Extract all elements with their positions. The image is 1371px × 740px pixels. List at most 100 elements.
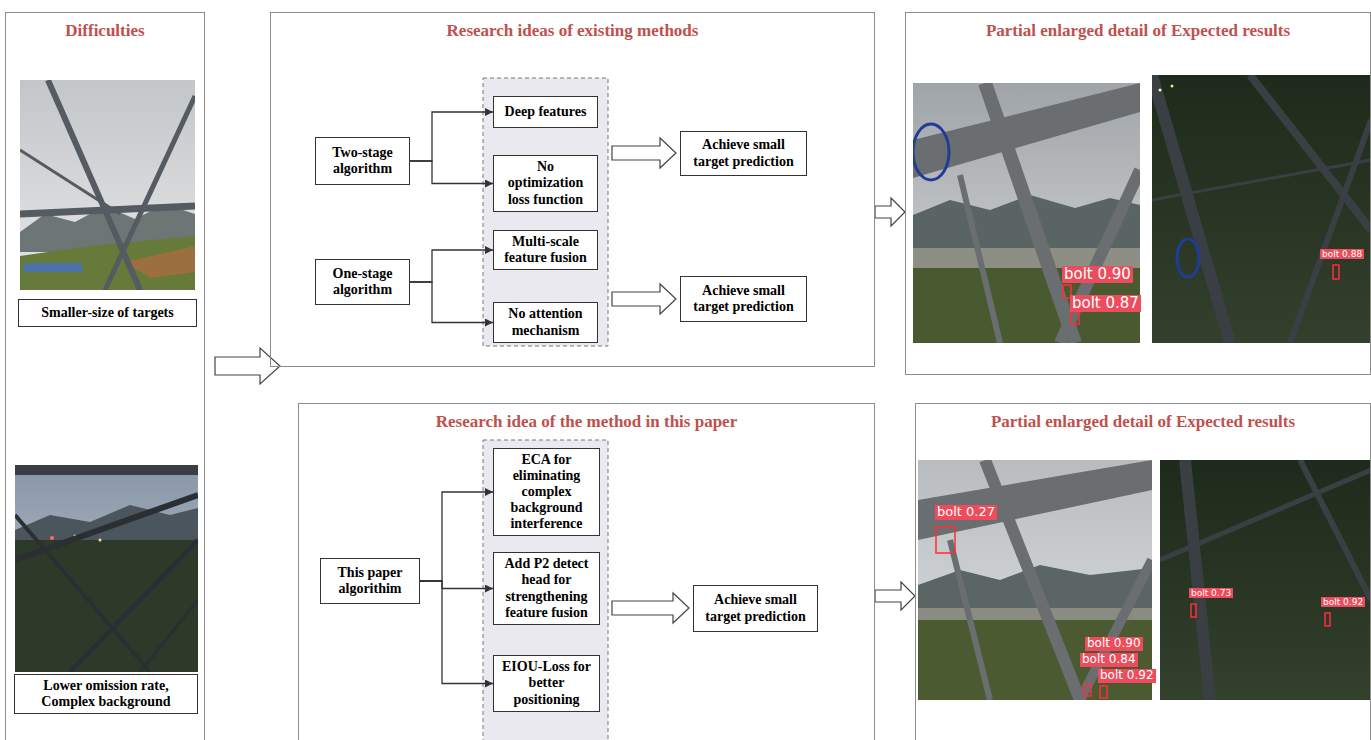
detection-label: bolt 0.27 bbox=[935, 505, 997, 520]
connector-arrow bbox=[410, 282, 493, 323]
result-photo bbox=[913, 83, 1140, 343]
box-label: Two-stage algorithm bbox=[321, 145, 404, 177]
photo-sky bbox=[15, 465, 198, 672]
process-box: Achieve small target prediction bbox=[680, 276, 807, 322]
steel-beam bbox=[15, 495, 198, 560]
process-box: No attention mechanism bbox=[493, 302, 598, 342]
box-label: Achieve small target prediction bbox=[686, 137, 801, 169]
photo-light bbox=[99, 539, 102, 542]
box-label: Smaller-size of targets bbox=[41, 305, 173, 321]
process-box: Two-stage algorithm bbox=[315, 137, 410, 185]
box-label: Add P2 detect head for strengthening fea… bbox=[499, 556, 594, 620]
process-box: Add P2 detect head for strengthening fea… bbox=[493, 552, 600, 624]
steel-beam bbox=[950, 540, 990, 700]
detection-label: bolt 0.87 bbox=[1070, 295, 1141, 312]
connector-arrow bbox=[410, 161, 493, 184]
steel-beam bbox=[20, 150, 120, 214]
detection-label: bolt 0.90 bbox=[1085, 637, 1143, 651]
photo-roof bbox=[24, 263, 82, 272]
hollow-arrow bbox=[612, 593, 689, 623]
box-label: Achieve small target prediction bbox=[686, 283, 801, 315]
dashed-group bbox=[483, 78, 608, 346]
panel-title: Research ideas of existing methods bbox=[271, 21, 874, 41]
steel-beam bbox=[985, 460, 1080, 700]
photo-sky bbox=[913, 83, 1140, 343]
box-label: Deep features bbox=[505, 104, 587, 120]
panel-frame: DifficultiesSmaller-size of targetsLower… bbox=[5, 12, 205, 740]
detection-box bbox=[1191, 604, 1196, 617]
photo-forest bbox=[1160, 460, 1371, 700]
detection-box bbox=[1333, 265, 1339, 279]
steel-beam bbox=[48, 80, 140, 290]
process-box: Multi-scale feature fusion bbox=[493, 230, 598, 270]
hollow-arrow bbox=[612, 284, 676, 314]
detection-label: bolt 0.92 bbox=[1321, 597, 1365, 607]
steel-beam bbox=[960, 175, 1000, 343]
box-label: One-stage algorithm bbox=[321, 266, 404, 298]
detection-box bbox=[936, 527, 955, 553]
hollow-arrow bbox=[612, 138, 676, 168]
panel-frame: Research ideas of existing methodsTwo-st… bbox=[270, 12, 875, 367]
photo-sky bbox=[918, 460, 1152, 700]
hollow-arrow bbox=[875, 582, 915, 610]
panel-frame: Research idea of the method in this pape… bbox=[298, 403, 875, 740]
miss-circle bbox=[913, 124, 949, 180]
box-label: ECA for eliminating complex background i… bbox=[499, 452, 594, 532]
steel-beam bbox=[1152, 75, 1230, 343]
detection-box bbox=[1084, 684, 1091, 696]
box-label: No optimization loss function bbox=[499, 159, 592, 207]
process-box: No optimization loss function bbox=[493, 155, 598, 211]
steel-beam bbox=[105, 96, 195, 290]
steel-beam bbox=[1300, 460, 1371, 600]
detection-label: bolt 0.92 bbox=[1098, 669, 1156, 683]
process-box: Lower omission rate, Complex background bbox=[14, 674, 198, 714]
steel-beam bbox=[1060, 170, 1140, 343]
steel-beam bbox=[985, 83, 1075, 343]
detection-label: bolt 0.73 bbox=[1189, 588, 1233, 598]
steel-beam bbox=[1185, 460, 1210, 700]
panel-title: Research idea of the method in this pape… bbox=[299, 412, 874, 432]
process-box: EIOU-Loss for better positioning bbox=[493, 655, 600, 711]
steel-beam bbox=[1250, 75, 1371, 230]
steel-beam bbox=[1152, 160, 1371, 200]
process-box: Smaller-size of targets bbox=[18, 299, 197, 327]
detection-box bbox=[1325, 613, 1330, 626]
box-label: Achieve small target prediction bbox=[699, 592, 812, 624]
detection-box bbox=[1071, 312, 1079, 324]
miss-circle bbox=[1177, 239, 1199, 277]
process-box: ECA for eliminating complex background i… bbox=[493, 448, 600, 536]
dashed-group bbox=[483, 440, 608, 740]
detection-label: bolt 0.88 bbox=[1320, 249, 1364, 259]
steel-beam bbox=[15, 515, 150, 672]
photo-light bbox=[1171, 85, 1174, 88]
process-box: One-stage algorithm bbox=[315, 259, 410, 305]
tower-photo bbox=[20, 80, 195, 290]
box-label: This paper algorithim bbox=[326, 565, 414, 597]
panel-frame: Partial enlarged detail of Expected resu… bbox=[905, 12, 1371, 375]
tower-photo bbox=[15, 465, 198, 672]
steel-beam bbox=[15, 465, 198, 475]
process-box: Deep features bbox=[493, 96, 598, 128]
photo-sky bbox=[20, 80, 195, 290]
panel-title: Difficulties bbox=[6, 21, 204, 41]
photo-forest bbox=[1152, 75, 1371, 343]
box-label: Lower omission rate, Complex background bbox=[20, 678, 192, 710]
panel-title: Partial enlarged detail of Expected resu… bbox=[916, 412, 1370, 432]
connector-arrow bbox=[420, 581, 493, 684]
box-label: Multi-scale feature fusion bbox=[499, 234, 592, 266]
result-photo bbox=[918, 460, 1152, 700]
box-label: No attention mechanism bbox=[499, 306, 592, 338]
result-photo bbox=[1160, 460, 1371, 700]
photo-light bbox=[1159, 89, 1162, 92]
box-label: EIOU-Loss for better positioning bbox=[499, 659, 594, 707]
hollow-arrow bbox=[875, 198, 905, 226]
detection-label: bolt 0.84 bbox=[1080, 653, 1138, 667]
connector-arrow bbox=[420, 492, 493, 581]
process-box: Achieve small target prediction bbox=[693, 585, 818, 632]
connector-arrow bbox=[420, 581, 493, 589]
photo-ground bbox=[15, 540, 198, 672]
detection-label: bolt 0.90 bbox=[1062, 266, 1133, 283]
panel-frame: Partial enlarged detail of Expected resu… bbox=[915, 403, 1371, 740]
